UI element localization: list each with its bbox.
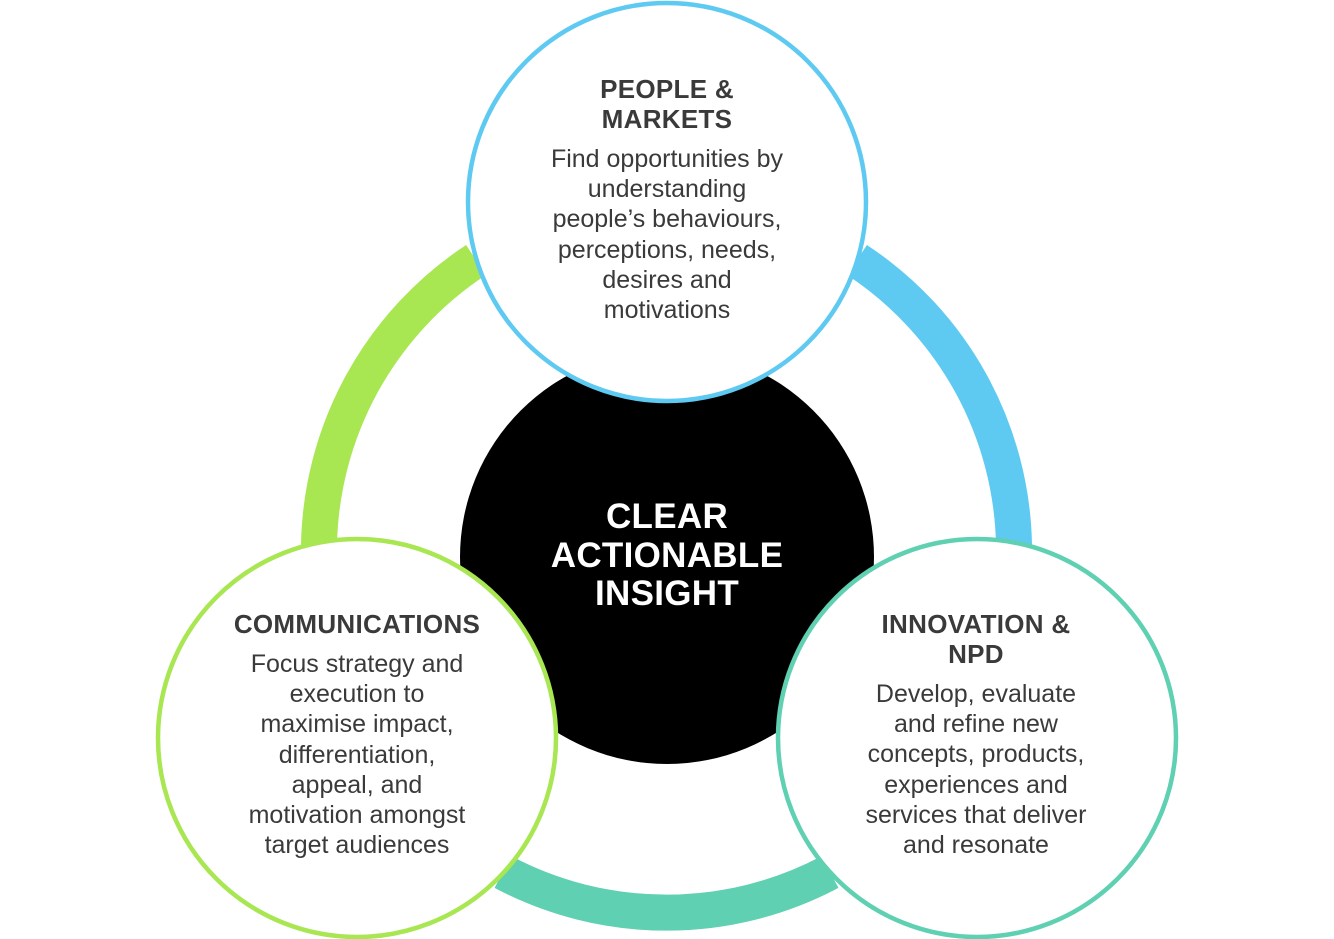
ring-arc-communications xyxy=(301,244,486,546)
people-markets-circle xyxy=(465,0,869,404)
ring-arc-people-markets xyxy=(847,244,1032,546)
ring-arc-innovation xyxy=(494,856,839,931)
innovation-npd-circle xyxy=(775,536,1179,939)
center-label: CLEAR ACTIONABLE INSIGHT xyxy=(550,497,784,613)
communications-circle xyxy=(155,536,559,939)
center-circle xyxy=(460,350,874,764)
people-markets-title: PEOPLE & MARKETS xyxy=(600,74,734,134)
innovation-npd-body: Develop, evaluate and refine new concept… xyxy=(865,680,1087,860)
innovation-npd-text: INNOVATION & NPD Develop, evaluate and r… xyxy=(808,609,1144,860)
communications-text: COMMUNICATIONS Focus strategy and execut… xyxy=(190,609,524,860)
people-markets-text: PEOPLE & MARKETS Find opportunities by u… xyxy=(497,74,837,325)
communications-body: Focus strategy and execution to maximise… xyxy=(248,650,466,860)
innovation-npd-title: INNOVATION & NPD xyxy=(881,609,1071,669)
communications-title: COMMUNICATIONS xyxy=(233,609,481,639)
people-markets-body: Find opportunities by understanding peop… xyxy=(550,145,784,325)
